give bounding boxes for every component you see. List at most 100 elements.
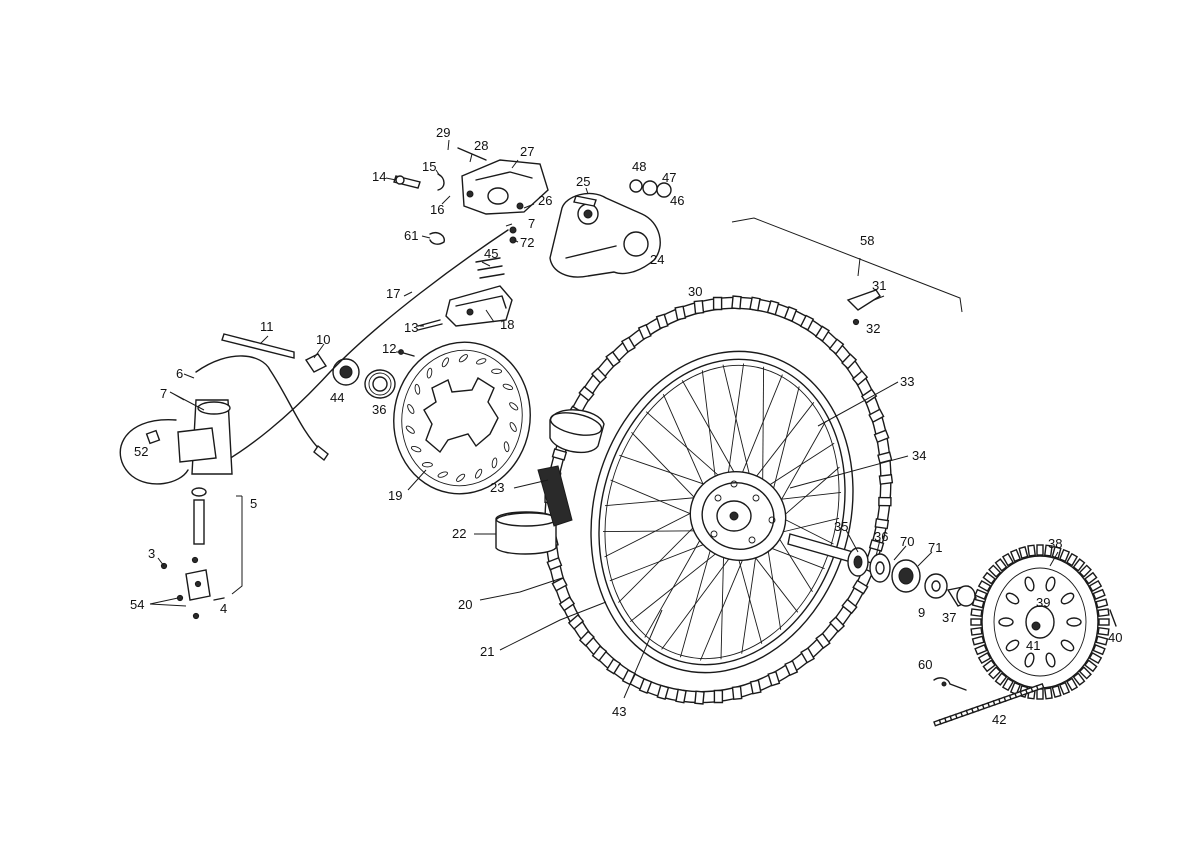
sprocket-tooth	[1043, 544, 1053, 557]
label-20: 20	[458, 597, 472, 612]
brake-pads	[445, 285, 513, 327]
part-labels: 3 4 5 6 7 7 9 10 11 12 13 14 15 16 17 18…	[130, 125, 1122, 727]
disc-hole	[441, 357, 449, 368]
spoke	[629, 542, 730, 623]
sprocket-cutout	[1045, 652, 1056, 668]
sprocket-cutout	[1060, 639, 1075, 652]
label-7-left: 7	[160, 386, 167, 401]
sprocket-tooth	[1078, 666, 1092, 680]
label-19: 19	[388, 488, 402, 503]
tread-knob	[551, 448, 568, 461]
tread-knob	[783, 306, 798, 322]
bearing-36-right	[847, 547, 869, 577]
label-22: 22	[452, 526, 466, 541]
tube-ring	[549, 409, 605, 454]
sprocket-tooth	[1001, 552, 1015, 567]
label-21: 21	[480, 644, 494, 659]
tread-knob	[878, 496, 892, 507]
pin-13	[417, 319, 443, 331]
tread-knob	[605, 351, 621, 368]
reservoir-hose	[195, 355, 329, 462]
tread-knob	[713, 689, 724, 704]
label-9: 9	[918, 605, 925, 620]
tread-knob	[675, 688, 687, 704]
valve-31-32	[846, 289, 881, 326]
sprocket-tooth	[1095, 635, 1109, 646]
sprocket-tooth	[1018, 546, 1029, 559]
label-25: 25	[576, 174, 590, 189]
label-12: 12	[382, 341, 396, 356]
disc-hole	[410, 445, 422, 453]
tread-knob	[828, 616, 846, 633]
tread-knob	[868, 539, 885, 552]
disc-hole	[509, 422, 517, 432]
disc-hole	[503, 441, 510, 453]
sprocket-tooth	[1043, 687, 1053, 700]
sprocket-tooth	[977, 579, 992, 593]
tread-knob	[567, 614, 585, 630]
caliper-bracket	[549, 192, 661, 278]
disc-hole	[421, 462, 433, 468]
chain-link	[1035, 682, 1045, 691]
tread-knob	[800, 647, 816, 664]
label-16: 16	[430, 202, 444, 217]
tread-knob	[814, 325, 830, 342]
disc-hole	[509, 402, 519, 411]
label-72: 72	[520, 235, 534, 250]
spacer-9	[924, 573, 948, 599]
sprocket-tooth	[1097, 608, 1110, 618]
bracket-5-line	[231, 495, 243, 595]
tread-knob	[591, 645, 608, 662]
label-71: 71	[928, 540, 942, 555]
spacer-70	[869, 553, 891, 583]
sprocket-tooth	[1092, 588, 1106, 600]
label-31: 31	[872, 278, 886, 293]
bolt-14	[393, 175, 421, 189]
spoke	[701, 370, 718, 495]
return-hose-52	[119, 419, 189, 485]
sprocket-teeth	[970, 544, 1110, 700]
bushings-46-47-48	[629, 179, 672, 198]
spoke	[699, 542, 751, 661]
tread-knob	[638, 678, 653, 694]
label-13: 13	[404, 320, 418, 335]
sprocket-tooth	[971, 635, 985, 646]
label-42: 42	[992, 712, 1006, 727]
sprocket-tooth	[1088, 651, 1103, 665]
tread-knob	[546, 556, 563, 571]
rim-band	[495, 511, 557, 555]
tread-knob	[558, 596, 576, 612]
clip-15	[437, 173, 445, 191]
label-58: 58	[860, 233, 874, 248]
bracket-58-line	[731, 217, 963, 313]
tread-knob	[749, 296, 761, 312]
bolt-12	[398, 349, 415, 357]
sprocket-tooth	[1027, 544, 1037, 557]
brake-hose	[223, 229, 509, 463]
sprocket-cutouts	[998, 576, 1082, 668]
tread-knob	[852, 579, 869, 595]
label-26: 26	[538, 193, 552, 208]
chain-clip-60	[933, 677, 967, 691]
seal-44	[332, 358, 360, 386]
spoke	[720, 545, 725, 660]
label-23: 23	[490, 480, 504, 495]
disc-hole	[437, 471, 449, 478]
spacer-10	[304, 353, 328, 373]
sprocket-cutout	[1060, 592, 1075, 605]
sprocket-cutout	[1024, 652, 1035, 668]
tread-knob	[694, 690, 705, 705]
label-52: 52	[134, 444, 148, 459]
label-29: 29	[436, 125, 450, 140]
sprocket-cutout	[1005, 639, 1020, 652]
label-17: 17	[386, 286, 400, 301]
tread-knob	[712, 296, 723, 311]
sprocket-tooth	[1001, 677, 1015, 692]
tread-knob	[606, 658, 622, 675]
disc-hole	[426, 367, 433, 379]
spoke	[609, 537, 721, 582]
sprocket-tooth	[1058, 681, 1071, 696]
sprocket-cutout	[1066, 617, 1082, 627]
